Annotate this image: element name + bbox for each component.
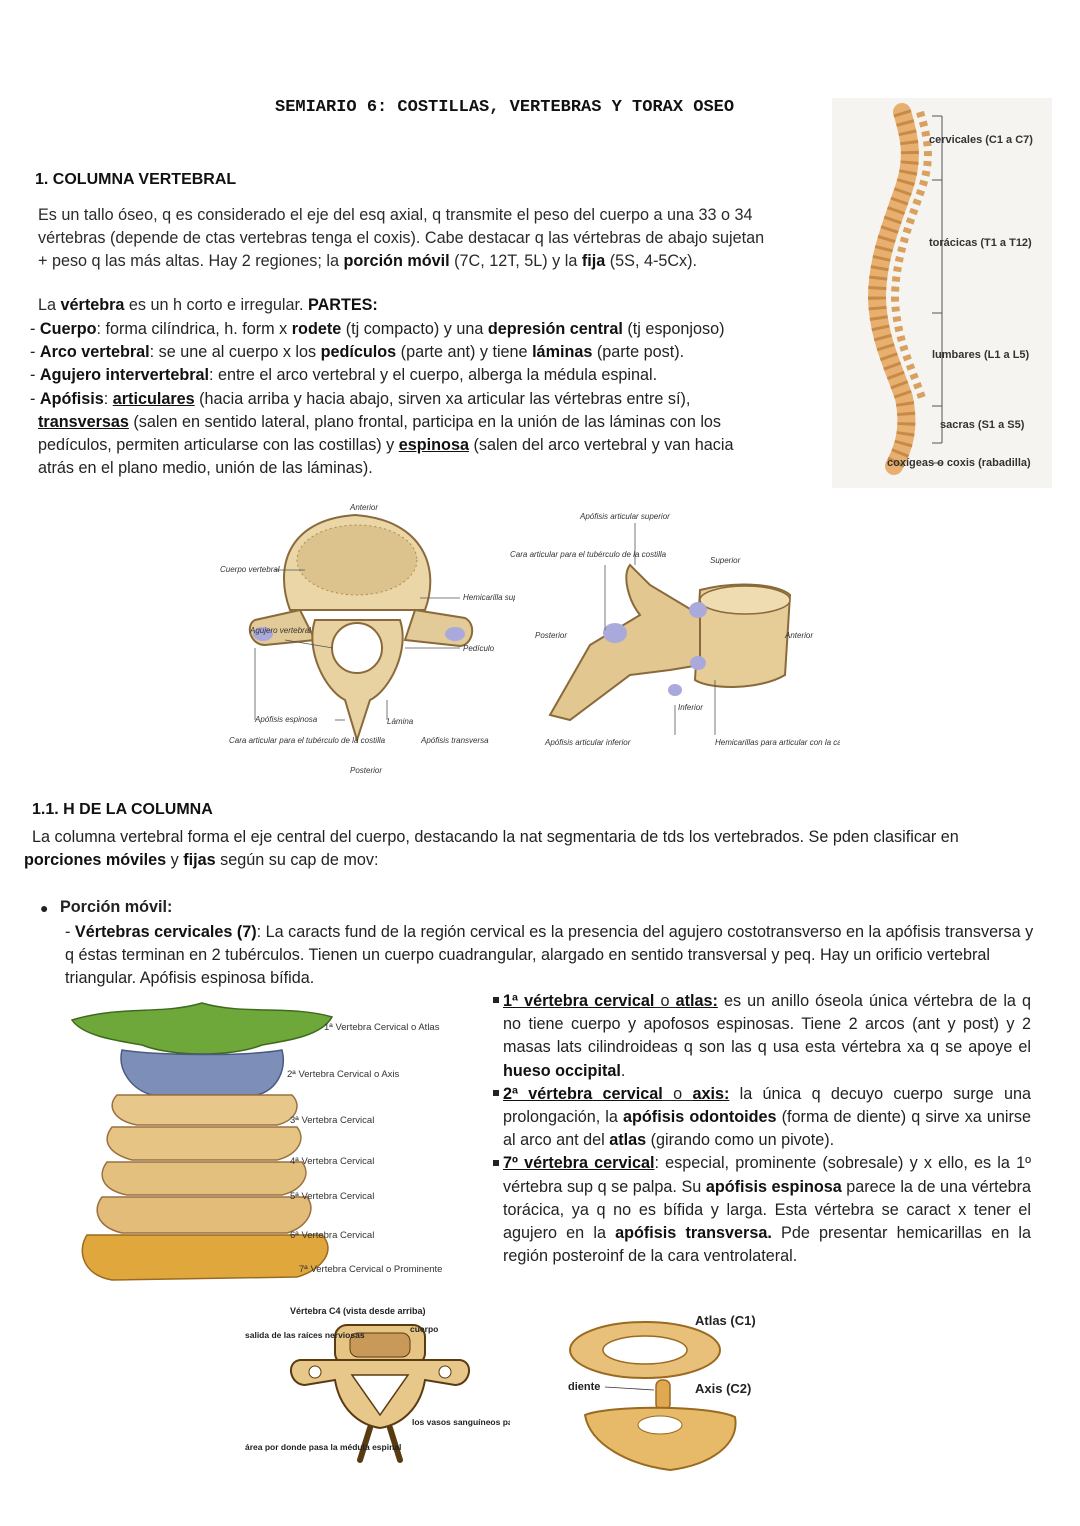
leader-lines bbox=[604, 523, 716, 735]
section-heading-columna: 1. COLUMNA VERTEBRAL bbox=[35, 171, 237, 188]
list-item-apofisis-cont: transversas (salen en sentido lateral, p… bbox=[38, 412, 722, 431]
vertebra-top-view-figure: Anterior Cuerpo vertebral Hemicarilla su… bbox=[220, 503, 515, 775]
label-apofisis-articular-superior: Apófisis articular superior bbox=[579, 512, 670, 521]
label-diente: diente bbox=[568, 1381, 600, 1393]
text-line: + peso q las más altas. Hay 2 regiones; … bbox=[38, 252, 698, 271]
text-line: La columna vertebral forma el eje centra… bbox=[32, 828, 959, 846]
spine-illustration bbox=[867, 103, 932, 475]
label-pediculo: Pedículo bbox=[463, 644, 495, 653]
label-cara-articular-side: Cara articular para el tubérculo de la c… bbox=[510, 550, 667, 559]
label-apofisis-transversa: Apófisis transversa bbox=[420, 736, 489, 745]
list-item-apofisis-cont: atrás en el plano medio, unión de las lá… bbox=[38, 459, 373, 478]
text-line: vértebras (depende de ctas vertebras ten… bbox=[38, 229, 765, 248]
label-c4: 4ª Vertebra Cervical bbox=[290, 1156, 374, 1167]
text-line: Es un tallo óseo, q es considerado el ej… bbox=[38, 206, 753, 224]
vertebra-side-view-figure: Apófisis articular superior Cara articul… bbox=[510, 512, 840, 747]
list-item-apofisis: - Apófisis: articulares (hacia arriba y … bbox=[30, 389, 691, 408]
label-toracicas: torácicas (T1 a T12) bbox=[929, 237, 1032, 249]
atlas-axis-illustration bbox=[569, 1321, 737, 1472]
label-anterior: Anterior bbox=[349, 503, 378, 512]
cervical-stack-illustration bbox=[70, 1002, 334, 1281]
cervical-stack-figure: 1ª Vertebra Cervical o Atlas 2ª Vertebra… bbox=[70, 1002, 442, 1281]
paragraph-intro: Es un tallo óseo, q es considerado el ej… bbox=[38, 204, 818, 274]
c4-vertebra-figure: Vértebra C4 (vista desde arriba) salida … bbox=[245, 1306, 510, 1463]
label-c5: 5ª Vertebra Cervical bbox=[290, 1191, 374, 1202]
label-salida: salida de las raíces nerviosas bbox=[245, 1330, 365, 1340]
leader-lines bbox=[254, 569, 460, 721]
bullet-porcion-movil: Porción móvil: bbox=[60, 898, 173, 916]
label-superior: Superior bbox=[710, 556, 741, 565]
label-c6: 6ª Vertebra Cervical bbox=[290, 1230, 374, 1241]
label-posterior: Posterior bbox=[350, 766, 382, 775]
label-axis: Axis (C2) bbox=[695, 1381, 751, 1396]
label-cuerpo-c4: cuerpo bbox=[410, 1324, 438, 1334]
label-anterior-side: Anterior bbox=[784, 631, 813, 640]
page-title: SEMIARIO 6: COSTILLAS, VERTEBRAS Y TORAX… bbox=[275, 98, 735, 117]
label-hemicarilla: Hemicarilla superior bbox=[463, 593, 515, 602]
label-inferior: Inferior bbox=[678, 703, 703, 712]
spine-figure: cervicales (C1 a C7) torácicas (T1 a T12… bbox=[832, 98, 1052, 488]
label-c7: 7ª Vertebra Cervical o Prominente bbox=[299, 1264, 442, 1275]
label-sacras: sacras (S1 a S5) bbox=[940, 419, 1025, 431]
list-item-atlas: 1ª vértebra cervical o atlas: es un anil… bbox=[493, 990, 1031, 1083]
vertebra-top-illustration bbox=[248, 513, 474, 744]
label-c2: 2ª Vertebra Cervical o Axis bbox=[287, 1069, 400, 1080]
paragraph-h-columna: La columna vertebral forma el eje centra… bbox=[24, 826, 1047, 872]
label-cervicales: cervicales (C1 a C7) bbox=[929, 134, 1033, 146]
label-lamina: Lámina bbox=[387, 717, 414, 726]
spine-brackets bbox=[932, 115, 943, 464]
label-agujero-vertebral: Agujero vertebral bbox=[249, 626, 311, 635]
bullet-icon: ● bbox=[40, 900, 49, 916]
section-heading-h-columna: 1.1. H DE LA COLUMNA bbox=[32, 801, 213, 818]
list-item-agujero: - Agujero intervertebral: entre el arco … bbox=[30, 366, 658, 385]
list-item-cuerpo: - Cuerpo: forma cilíndrica, h. form x ro… bbox=[30, 320, 725, 338]
paragraph-vertebra: La vértebra es un h corto e irregular. P… bbox=[38, 296, 378, 314]
label-area-medula: área por donde pasa la médula espinal bbox=[245, 1442, 401, 1452]
label-hemicarillas: Hemicarillas para articular con la cabez… bbox=[715, 738, 840, 747]
text-line: porciones móviles y fijas según su cap d… bbox=[24, 851, 379, 870]
label-c1: 1ª Vertebra Cervical o Atlas bbox=[324, 1022, 440, 1033]
list-item-arco: - Arco vertebral: se une al cuerpo x los… bbox=[30, 343, 685, 362]
label-coxigeas: coxígeas o coxis (rabadilla) bbox=[887, 457, 1031, 469]
label-vasos: los vasos sanguíneos pasan por esta área bbox=[412, 1417, 510, 1427]
list-item-c7: 7º vértebra cervical: especial, prominen… bbox=[493, 1152, 1031, 1268]
parts-list: - Cuerpo: forma cilíndrica, h. form x ro… bbox=[30, 318, 820, 480]
label-c3: 3ª Vertebra Cervical bbox=[290, 1115, 374, 1126]
label-posterior-side: Posterior bbox=[535, 631, 567, 640]
label-apofisis-articular-inferior: Apófisis articular inferior bbox=[544, 738, 631, 747]
label-lumbares: lumbares (L1 a L5) bbox=[932, 349, 1030, 361]
c4-illustration bbox=[290, 1324, 470, 1463]
list-item-axis: 2ª vértebra cervical o axis: la única q … bbox=[493, 1083, 1031, 1153]
label-c4-title: Vértebra C4 (vista desde arriba) bbox=[290, 1306, 426, 1316]
cervical-special-list: 1ª vértebra cervical o atlas: es un anil… bbox=[493, 990, 1031, 1268]
label-cara-articular: Cara articular para el tubérculo de la c… bbox=[229, 736, 386, 745]
list-item-apofisis-cont: pedículos, permiten articularse con las … bbox=[38, 436, 734, 455]
diente-leader-line bbox=[604, 1386, 655, 1391]
paragraph-cervicales: - Vértebras cervicales (7): La caracts f… bbox=[65, 923, 1034, 988]
label-cuerpo-vertebral: Cuerpo vertebral bbox=[220, 565, 280, 574]
atlas-axis-figure: Atlas (C1) diente Axis (C2) bbox=[568, 1313, 756, 1472]
vertebra-side-illustration bbox=[548, 563, 792, 722]
label-apofisis-espinosa: Apófisis espinosa bbox=[254, 715, 318, 724]
label-atlas: Atlas (C1) bbox=[695, 1313, 756, 1328]
